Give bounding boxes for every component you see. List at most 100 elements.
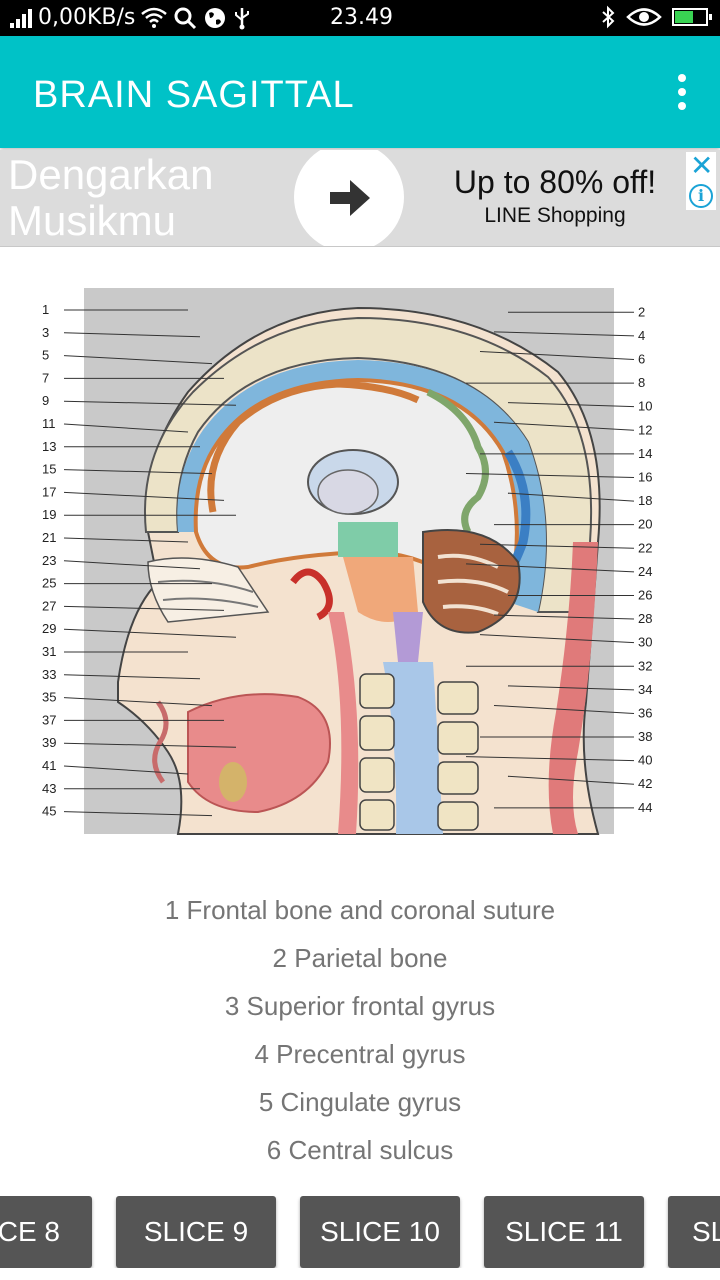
search-icon	[174, 7, 197, 29]
leader-line	[63, 765, 189, 775]
figure-label: 11	[42, 416, 56, 431]
list-item: 2 Parietal bone	[272, 943, 448, 973]
ad-headline: Dengarkan Musikmu	[8, 151, 214, 244]
ad-brand: LINE Shopping	[484, 204, 626, 227]
figure-label: 14	[638, 446, 652, 461]
overflow-menu-icon[interactable]	[676, 74, 688, 110]
figure-label: 13	[42, 439, 56, 454]
figure-label: 18	[638, 493, 652, 508]
figure-label: 35	[42, 690, 56, 705]
figure-label: 43	[42, 781, 56, 796]
slice-selector: SLICE 8 SLICE 9 SLICE 10 SLICE 11 SLICE …	[0, 1196, 720, 1268]
figure-label: 8	[638, 375, 645, 390]
figure-label: 6	[638, 351, 645, 366]
status-bar: 0,00KB/s 23.49	[0, 0, 720, 36]
figure-label: 2	[638, 304, 645, 319]
arrow-right-icon	[330, 180, 370, 216]
signal-bars-icon	[10, 8, 32, 28]
status-time: 23.49	[330, 5, 393, 30]
leader-line	[63, 628, 237, 638]
structure-list: 1 Frontal bone and coronal suture 2 Pari…	[0, 890, 720, 1178]
figure-label: 34	[638, 682, 652, 697]
figure-label: 30	[638, 635, 652, 650]
slice-9-button[interactable]: SLICE 9	[116, 1196, 276, 1268]
ad-offer: Up to 80% off!	[453, 164, 657, 200]
leader-line	[63, 537, 189, 543]
figure-label: 24	[638, 564, 652, 579]
ad-arrow-circle[interactable]	[294, 150, 404, 246]
list-item: 4 Precentral gyrus	[254, 1039, 466, 1069]
leader-line	[493, 421, 635, 431]
figure-label: 16	[638, 469, 652, 484]
battery-icon	[672, 8, 712, 26]
app-title: BRAIN SAGITTAL	[33, 74, 355, 116]
globe-icon	[205, 7, 226, 28]
figure-label: 5	[42, 348, 49, 363]
list-item: 5 Cingulate gyrus	[258, 1087, 462, 1117]
figure-label: 37	[42, 712, 56, 727]
leader-line	[63, 423, 189, 433]
leader-line	[493, 331, 635, 337]
info-icon[interactable]: i	[689, 184, 713, 208]
figure-label: 32	[638, 658, 652, 673]
figure-label: 38	[638, 729, 652, 744]
leader-line	[63, 811, 213, 817]
leader-line	[63, 605, 225, 611]
figure-label: 45	[42, 804, 56, 819]
figure-label: 22	[638, 540, 652, 555]
leader-line	[507, 685, 635, 691]
list-item: 1 Frontal bone and coronal suture	[164, 895, 556, 925]
figure-label: 36	[638, 705, 652, 720]
leader-line	[63, 400, 237, 406]
leader-line	[63, 560, 201, 570]
wifi-icon	[141, 7, 168, 28]
figure-label: 44	[638, 800, 652, 815]
figure-label: 9	[42, 393, 49, 408]
figure-label: 40	[638, 753, 652, 768]
figure-label: 20	[638, 517, 652, 532]
figure-label: 33	[42, 667, 56, 682]
slice-12-button[interactable]: SLICE 12	[668, 1196, 720, 1268]
list-item: 3 Superior frontal gyrus	[224, 991, 496, 1021]
usb-icon	[235, 7, 250, 29]
leader-line	[63, 332, 201, 338]
slice-8-button[interactable]: SLICE 8	[0, 1196, 92, 1268]
leader-line	[479, 634, 635, 644]
figure-label: 42	[638, 776, 652, 791]
leader-line	[507, 775, 635, 785]
leader-line	[465, 472, 635, 478]
leader-line	[63, 697, 213, 707]
figure-label: 15	[42, 462, 56, 477]
leader-line	[63, 491, 225, 501]
leader-line	[493, 614, 635, 620]
slice-10-button[interactable]: SLICE 10	[300, 1196, 460, 1268]
figure-label: 1	[42, 302, 49, 317]
bluetooth-icon	[602, 5, 615, 29]
figure-label: 29	[42, 621, 56, 636]
network-speed: 0,00KB/s	[38, 5, 136, 30]
list-item: 6 Central sulcus	[266, 1135, 454, 1165]
figure-label: 25	[42, 576, 56, 591]
leader-line	[479, 350, 635, 360]
figure-label: 4	[638, 328, 645, 343]
figure-label: 19	[42, 507, 56, 522]
leader-line	[507, 492, 635, 502]
figure-label: 21	[42, 530, 56, 545]
figure-label: 39	[42, 735, 56, 750]
close-icon[interactable]: ✕	[690, 150, 714, 181]
figure-label: 27	[42, 598, 56, 613]
figure-label: 7	[42, 370, 49, 385]
figure-label: 12	[638, 422, 652, 437]
leader-line	[63, 742, 237, 748]
leader-line	[465, 756, 635, 762]
figure-label: 17	[42, 484, 56, 499]
figure-label: 26	[638, 587, 652, 602]
eye-icon	[626, 8, 662, 26]
slice-11-button[interactable]: SLICE 11	[484, 1196, 644, 1268]
leader-line	[63, 355, 213, 365]
leader-line	[465, 563, 635, 573]
figure-label: 28	[638, 611, 652, 626]
ad-choices[interactable]: ✕ i	[686, 152, 716, 210]
ad-banner[interactable]: Dengarkan Musikmu Up to 80% off! LINE Sh…	[0, 150, 720, 247]
